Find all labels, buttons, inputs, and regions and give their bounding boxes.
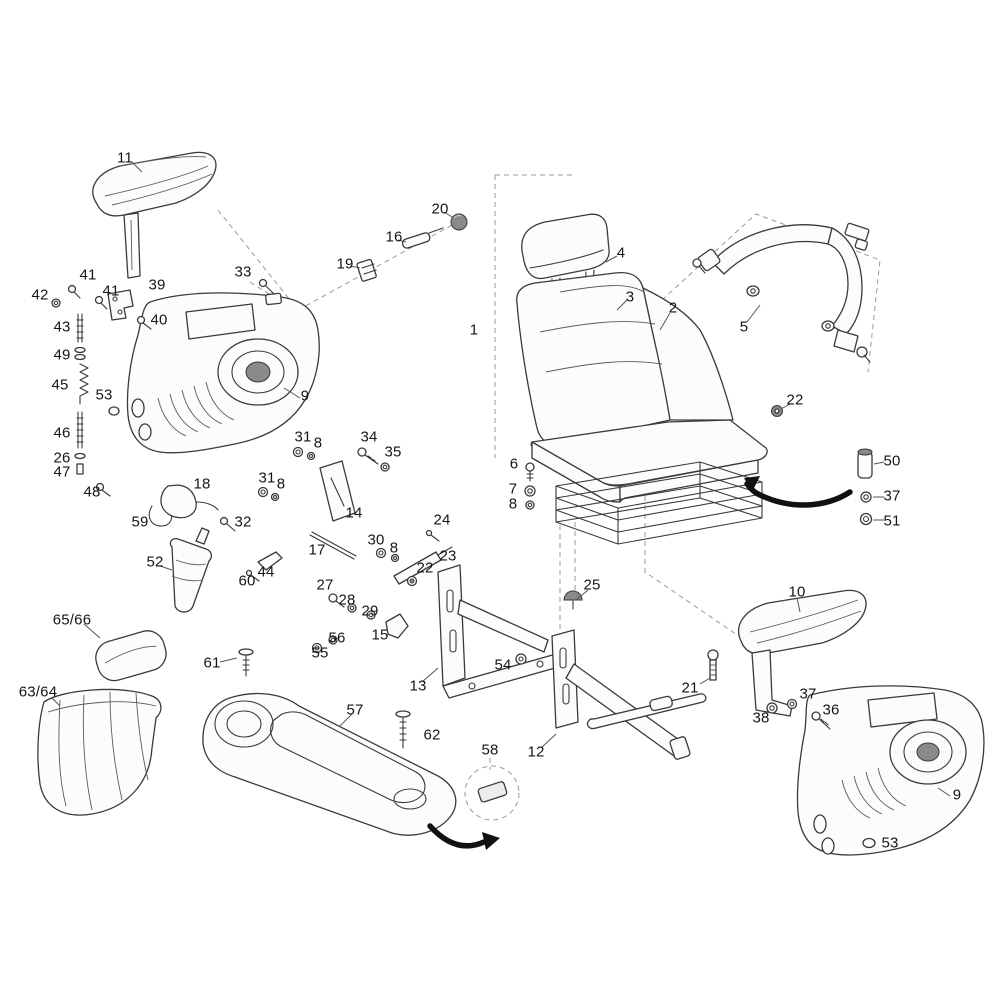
bolt-33 <box>258 278 275 295</box>
screw-62 <box>395 710 411 749</box>
cylinder-50-washers-37-51 <box>857 448 873 526</box>
seat-suspension-stack <box>555 461 763 545</box>
washers-30-8 <box>375 547 400 563</box>
spring-45 <box>79 363 89 405</box>
right-armrest-assembly <box>738 589 867 717</box>
knob-20 <box>450 213 468 231</box>
bolt-48 <box>95 482 111 497</box>
bolt-6-washers-7-8 <box>524 462 536 510</box>
dome-bolt-25 <box>563 590 583 610</box>
slide-rail <box>551 629 707 760</box>
floor-bracket <box>437 564 563 699</box>
bolt-32 <box>219 516 236 532</box>
leader-lines <box>51 161 951 797</box>
clamp-19 <box>356 258 377 282</box>
base-console <box>202 692 457 836</box>
washer-22-left <box>406 575 418 587</box>
nut-22-right <box>771 405 783 417</box>
pin-24 <box>425 529 440 542</box>
rivet-61 <box>238 648 254 677</box>
washer-26 <box>74 452 86 460</box>
washers-31-8-upper <box>292 446 316 461</box>
pin-47 <box>76 463 84 475</box>
left-armrest-assembly <box>92 151 217 279</box>
arrow-right <box>744 476 853 508</box>
damper-23 <box>393 546 453 585</box>
nut-54 <box>515 653 527 665</box>
washers-31-8-lower <box>257 486 280 502</box>
lever-44 <box>257 551 283 571</box>
rod-17 <box>309 531 357 560</box>
bolt-34-washer-35 <box>357 447 390 472</box>
pin-60 <box>245 569 260 582</box>
roller-53-left <box>108 406 120 416</box>
detail-58 <box>464 765 520 821</box>
bracket-39 <box>107 289 134 321</box>
headrest-pad <box>95 630 167 682</box>
bracket-15 <box>385 613 409 639</box>
rod-46 <box>76 411 84 449</box>
washers-55-56 <box>311 635 338 654</box>
left-side-panel <box>126 292 320 454</box>
seat-backrest <box>516 271 734 446</box>
arrow-bottom <box>427 823 500 850</box>
bolt-21 <box>707 649 719 681</box>
seatbelt-assembly <box>692 222 871 363</box>
strut-16 <box>401 227 444 249</box>
boot-52 <box>169 527 213 613</box>
bolt-27-washers-28-29 <box>328 593 376 620</box>
rod-43 <box>76 313 84 343</box>
hardware-41-42 <box>51 284 108 310</box>
cap-53-right <box>862 837 876 849</box>
right-side-panel <box>796 685 985 856</box>
seat-cushion <box>530 419 768 503</box>
bracket-18 <box>160 484 219 519</box>
washers-38-37-bolt-36 <box>766 698 831 730</box>
hook-59 <box>148 505 173 527</box>
bolt-40 <box>136 315 152 330</box>
seat-bottom-cushion <box>37 688 162 816</box>
plate-14 <box>319 460 356 522</box>
washers-49 <box>74 346 86 361</box>
